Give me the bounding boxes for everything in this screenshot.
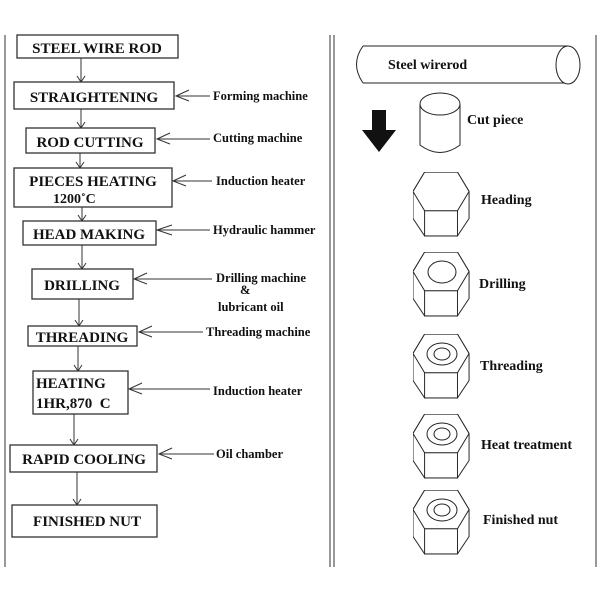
step-label: ROD CUTTING <box>36 135 143 151</box>
cut-piece-illustration: Cut piece <box>419 92 523 153</box>
step-rod-cutting: ROD CUTTING <box>25 127 156 154</box>
step-finished-nut: FINISHED NUT <box>11 504 158 538</box>
tool-label: Drilling machine <box>216 271 306 285</box>
step-label: STRAIGHTENING <box>30 90 159 106</box>
step-label: DRILLING <box>44 278 120 294</box>
step-heating: HEATING 1HR,870 C <box>32 370 129 415</box>
step-label: THREADING <box>36 330 129 346</box>
tool-label: Cutting machine <box>213 131 303 145</box>
nut-heading: Heading <box>413 172 532 237</box>
nut-label: Heading <box>481 193 532 208</box>
tool-label: lubricant oil <box>218 300 284 314</box>
step-sublabel: 1HR,870 C <box>36 396 111 412</box>
step-rapid-cooling: RAPID COOLING <box>9 444 158 473</box>
nut-label: Finished nut <box>483 513 558 528</box>
step-straightening: STRAIGHTENING <box>13 81 175 110</box>
step-label: RAPID COOLING <box>22 452 146 468</box>
rod-label: Steel wirerod <box>388 58 467 73</box>
step-steel-wire-rod: STEEL WIRE ROD <box>16 34 179 59</box>
nut-label: Heat treatment <box>481 438 572 453</box>
tool-label: Oil chamber <box>216 447 283 461</box>
cut-piece-label: Cut piece <box>467 113 523 128</box>
nut-drilling: Drilling <box>413 252 526 317</box>
step-label: STEEL WIRE ROD <box>32 41 162 57</box>
tool-label: Induction heater <box>213 384 303 398</box>
step-label: HEATING <box>36 376 106 392</box>
step-pieces-heating: PIECES HEATING 1200˚C <box>13 167 173 208</box>
nut-finished: Finished nut <box>413 490 558 555</box>
down-arrow-icon <box>362 110 396 152</box>
step-threading: THREADING <box>27 325 138 347</box>
nut-label: Threading <box>480 359 543 374</box>
tool-label: Hydraulic hammer <box>213 223 316 237</box>
step-label: FINISHED NUT <box>33 514 141 530</box>
tool-label: Induction heater <box>216 174 306 188</box>
nut-threading: Threading <box>413 334 543 399</box>
tool-label: & <box>240 283 250 297</box>
step-sublabel: 1200˚C <box>53 192 96 207</box>
tool-label: Forming machine <box>213 89 308 103</box>
tool-label: Threading machine <box>206 325 311 339</box>
steel-wirerod-illustration: Steel wirerod <box>356 45 581 85</box>
step-label: PIECES HEATING <box>29 174 157 190</box>
step-head-making: HEAD MAKING <box>22 220 157 246</box>
tool-arrows <box>127 89 214 460</box>
step-drilling: DRILLING <box>31 268 134 300</box>
nut-label: Drilling <box>479 277 526 292</box>
nut-heat-treatment: Heat treatment <box>413 414 572 479</box>
step-label: HEAD MAKING <box>33 227 145 243</box>
